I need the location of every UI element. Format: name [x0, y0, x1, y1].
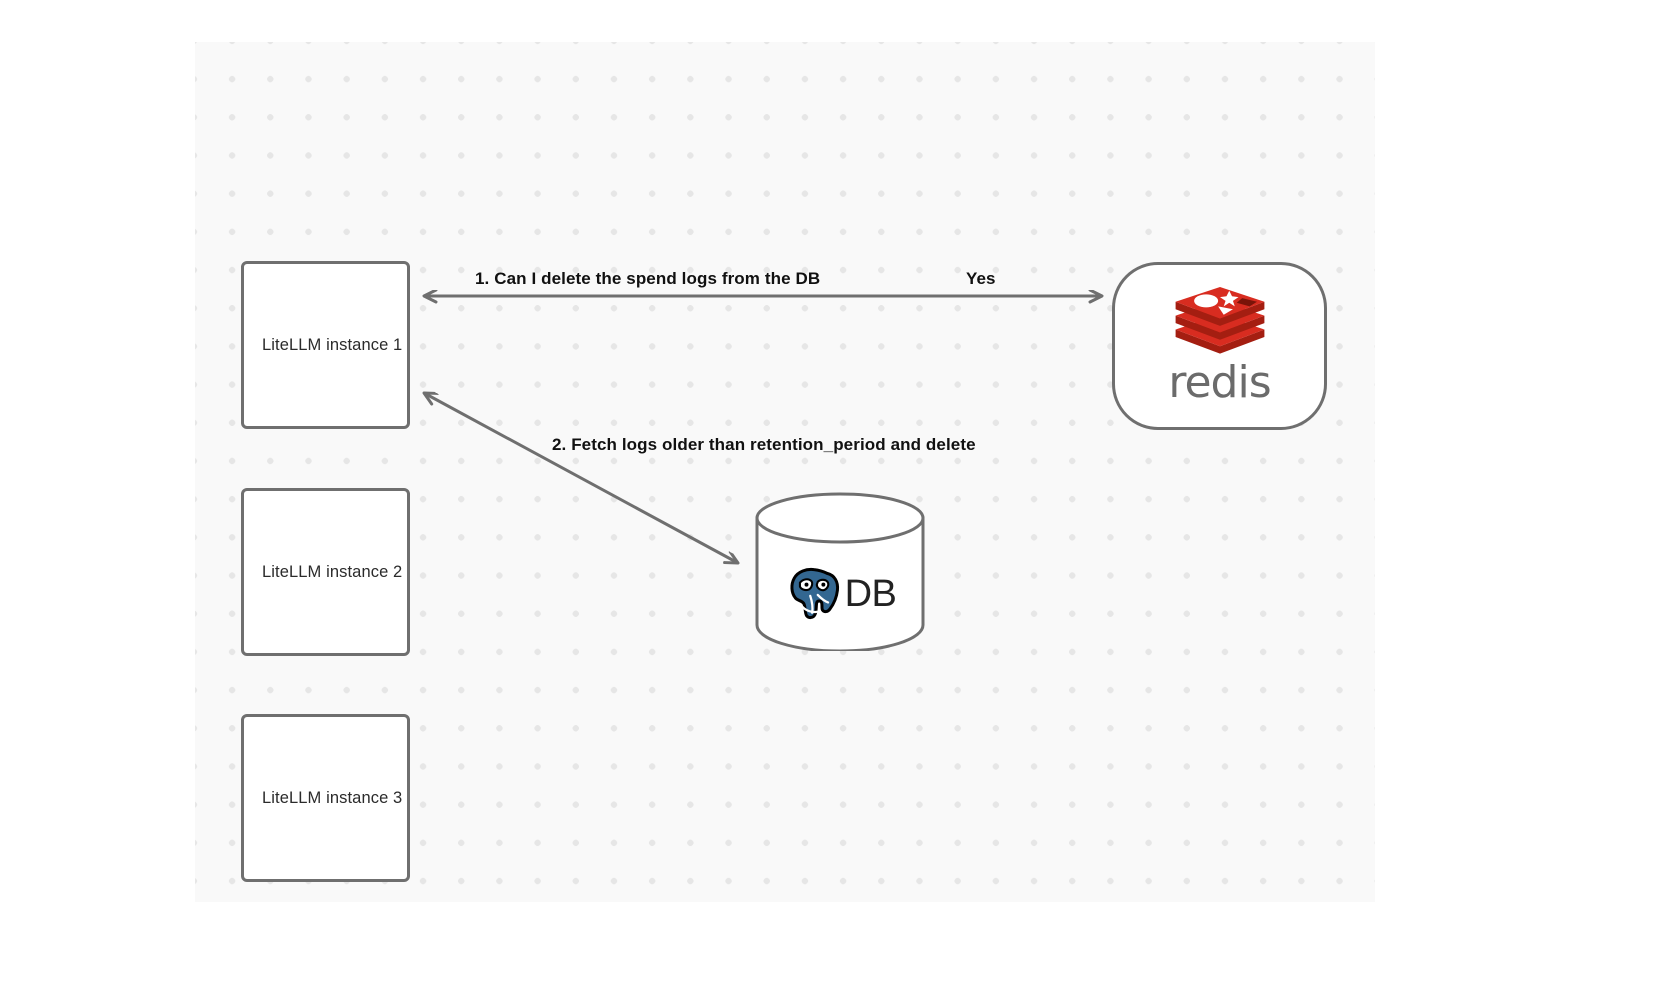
node-label: LiteLLM instance 2: [262, 562, 403, 581]
edge-label-1: 1. Can I delete the spend logs from the …: [475, 269, 821, 288]
edge-label-2: 2. Fetch logs older than retention_perio…: [552, 435, 976, 454]
db-logo-row: DB: [754, 544, 926, 644]
node-litellm-instance-3[interactable]: LiteLLM instance 3: [241, 714, 410, 882]
edge-litellm1-to-db: [424, 393, 738, 563]
postgresql-elephant-icon: [790, 567, 839, 620]
node-redis[interactable]: redis: [1112, 262, 1327, 430]
edge-label-yes: Yes: [966, 269, 996, 288]
db-label: DB: [844, 573, 897, 615]
node-litellm-instance-1[interactable]: LiteLLM instance 1: [241, 261, 410, 429]
node-label: LiteLLM instance 1: [262, 335, 403, 354]
node-label: LiteLLM instance 3: [262, 788, 403, 807]
cylinder-shape: [755, 492, 925, 651]
redis-wordmark: redis: [1168, 357, 1271, 408]
node-database[interactable]: DB: [754, 492, 926, 651]
node-litellm-instance-2[interactable]: LiteLLM instance 2: [241, 488, 410, 656]
redis-logo-icon: [1175, 287, 1264, 354]
